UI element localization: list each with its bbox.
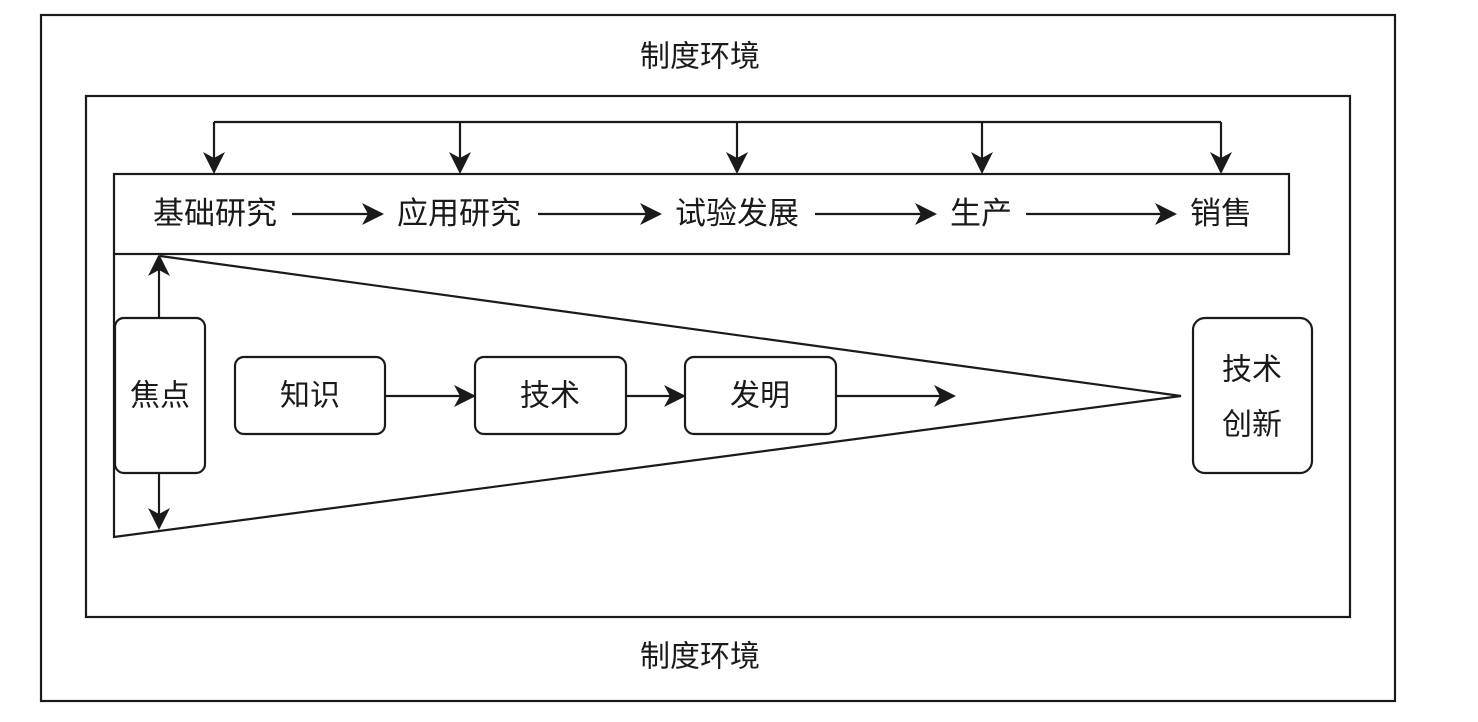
stage-production: 生产 [950,196,1012,232]
focus-label: 焦点 [130,379,190,414]
inner-system-frame [84,94,1352,619]
stage-experimental-development: 试验发展 [675,196,799,232]
stage-sales: 销售 [1190,196,1252,232]
outcome-label-line1: 技术 [1222,353,1282,388]
stage-applied-research: 应用研究 [397,196,521,232]
stage-basic-research: 基础研究 [153,196,277,232]
technological-innovation-box [1191,316,1314,475]
outcome-label-line2: 创新 [1222,408,1282,443]
environment-label-top: 制度环境 [640,40,760,75]
environment-label-bottom: 制度环境 [640,640,760,675]
outer-environment-frame [39,13,1397,703]
invention-label: 发明 [730,379,790,414]
technology-label: 技术 [520,379,580,414]
knowledge-label: 知识 [280,379,340,414]
